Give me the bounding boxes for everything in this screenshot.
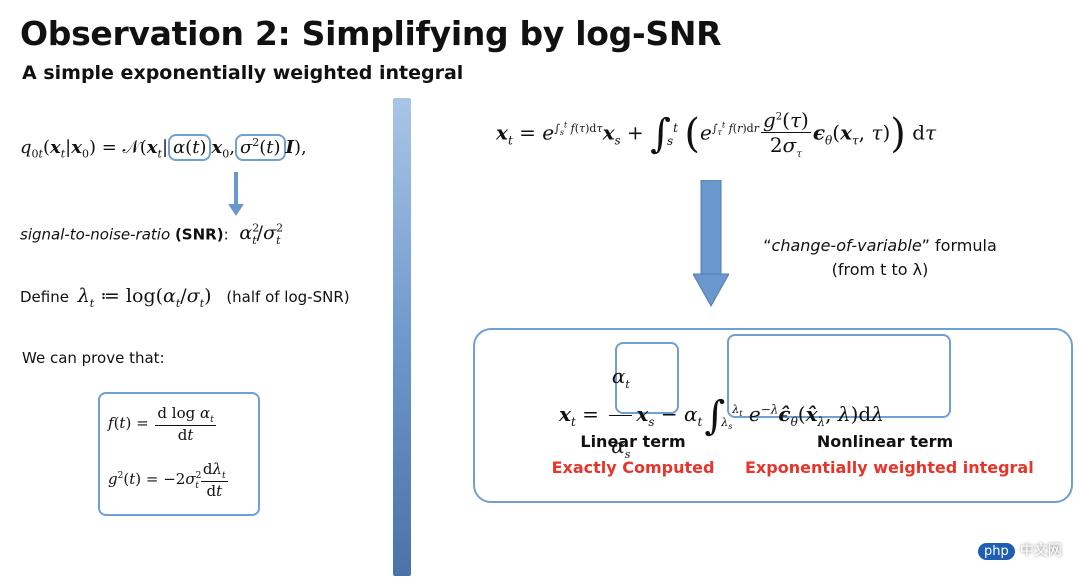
define-note: (half of log-SNR) [226, 288, 350, 306]
snr-label-italic: signal-to-noise-ratio [20, 225, 171, 244]
prove-label: We can prove that: [22, 349, 165, 367]
sigma-highlight-box: σ2(t) [234, 134, 286, 161]
watermark: php 中文网 [978, 540, 1062, 560]
from-t-to-lambda: (from t to λ) [831, 260, 929, 279]
change-of-variable-caption: “change-of-variable” formula (from t to … [740, 234, 1020, 282]
column-divider [393, 98, 411, 576]
alpha-highlight-box: α(t) [168, 134, 212, 161]
change-of-variable-italic: change-of-variable [771, 236, 922, 255]
watermark-site: 中文网 [1019, 543, 1062, 559]
define-label: Define [20, 288, 69, 306]
snr-definition: signal-to-noise-ratio (SNR): α2t/σ2t [20, 222, 284, 248]
down-arrow-small-icon [228, 172, 244, 216]
down-arrow-large-icon [693, 180, 729, 308]
linear-term-label: Linear term [580, 432, 686, 451]
forward-process-equation: q0t(xt|x0) = 𝒩(xt|α(t)x0,σ2(t)I), [20, 134, 307, 161]
nonlinear-term-label: Nonlinear term [816, 432, 954, 451]
linear-term-desc: Exactly Computed [551, 458, 715, 477]
watermark-badge: php [978, 543, 1015, 560]
slide-subtitle: A simple exponentially weighted integral [22, 62, 464, 84]
lambda-definition: Define λt ≔ log(αt/σt) (half of log-SNR) [20, 285, 350, 310]
linear-term-box [615, 342, 679, 414]
slide-title: Observation 2: Simplifying by log-SNR [20, 14, 722, 53]
snr-colon: : [223, 225, 229, 244]
snr-label-bold: (SNR) [174, 225, 224, 244]
nonlinear-term-box [727, 334, 951, 418]
nonlinear-term-desc: Exponentially weighted integral [745, 458, 1034, 477]
